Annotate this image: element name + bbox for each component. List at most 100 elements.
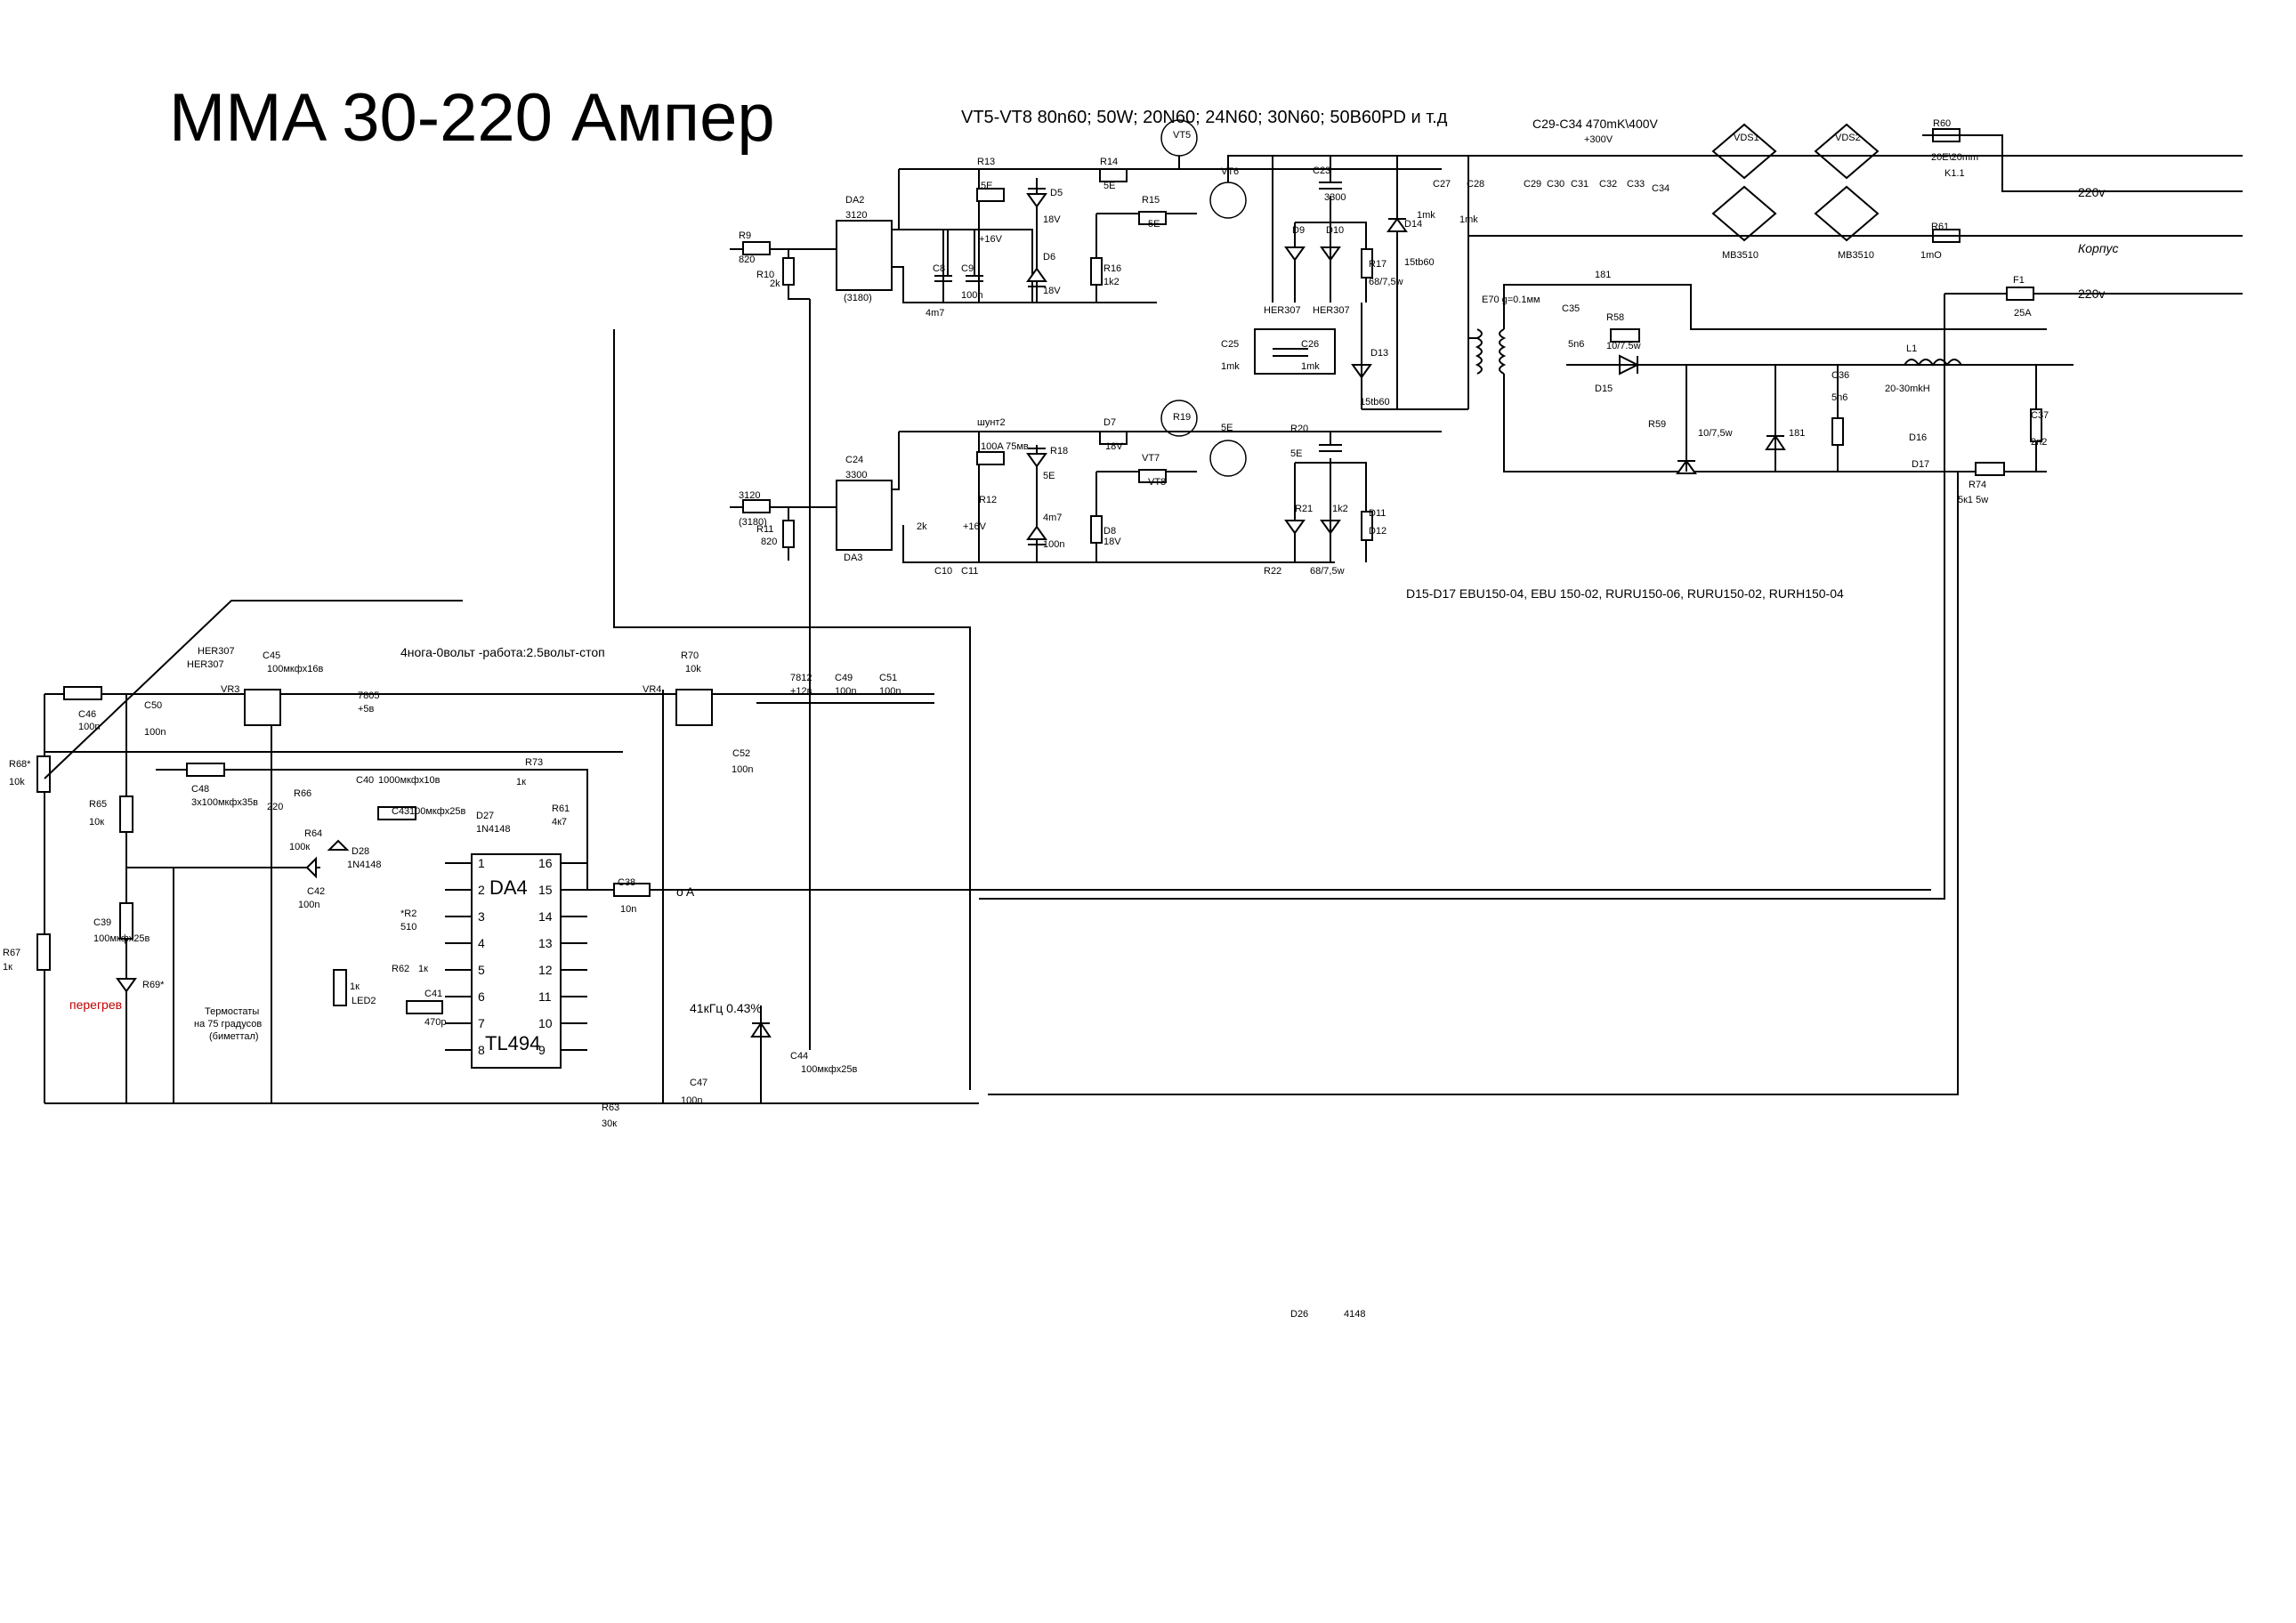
component-label: 1N4148 — [476, 824, 511, 835]
tl494 — [471, 853, 562, 1069]
component-label: 820 — [739, 254, 755, 265]
r9 — [742, 241, 771, 255]
f1 — [2006, 287, 2034, 301]
component-label: 100мкфх25в — [801, 1064, 858, 1075]
component-label: R62 — [392, 964, 409, 974]
component-label: C32 — [1599, 179, 1617, 190]
driver-bottom — [730, 400, 1442, 563]
component-label: C11 — [961, 566, 978, 577]
component-label: 1mO — [1920, 250, 1942, 261]
component-label: R15 — [1142, 195, 1160, 206]
component-label: 1mk — [1221, 361, 1240, 372]
component-label: R10 — [756, 270, 774, 280]
da2-chip — [836, 220, 893, 291]
d9 — [1284, 246, 1306, 262]
vr4 — [675, 689, 713, 726]
ic-pin-right: 12 — [538, 963, 553, 977]
component-label: 820 — [761, 537, 777, 547]
component-label: 10n — [620, 904, 636, 915]
component-label: 5E — [981, 181, 992, 191]
component-label: 15tb60 — [1404, 257, 1435, 268]
vds1 — [1711, 123, 1777, 180]
component-label: 4148 — [1344, 1309, 1365, 1320]
component-label: HER307 — [1264, 305, 1301, 316]
component-label: C41 — [424, 989, 442, 999]
component-label: C38 — [618, 877, 635, 888]
r11 — [742, 499, 771, 513]
component-label: C28 — [1467, 179, 1484, 190]
component-label: 1mk — [1301, 361, 1320, 372]
component-label: 100мкфх16в — [267, 664, 324, 674]
mains-220v-1: 220v — [2078, 185, 2105, 199]
component-label: 2n2 — [2031, 437, 2047, 448]
component-label: C37 — [2031, 410, 2049, 421]
component-label: 1к — [516, 777, 526, 787]
component-label: R69* — [142, 980, 165, 990]
power-stage — [979, 155, 2243, 1095]
component-label: E70 g=0.1мм — [1482, 295, 1540, 305]
output-a: o A — [676, 884, 695, 899]
vr3 — [244, 689, 281, 726]
component-label: 100n — [1043, 539, 1064, 550]
v300-label: +300V — [1584, 134, 1613, 145]
component-label: C26 — [1301, 339, 1319, 350]
component-label: 10k — [685, 664, 701, 674]
thermostat-note-1: Термостаты — [205, 1006, 259, 1017]
component-label: 1к — [3, 962, 12, 973]
r69 — [36, 933, 51, 971]
component-label: 1к — [350, 981, 360, 992]
ic-pin-left: 7 — [478, 1016, 485, 1030]
r14 — [1099, 168, 1128, 182]
led2 — [116, 978, 137, 993]
component-label: 10к — [89, 817, 104, 828]
ic-pin-right: 16 — [538, 856, 553, 870]
component-label: 100n — [835, 686, 856, 697]
ic-part: TL494 — [485, 1032, 540, 1054]
component-label: R14 — [1100, 157, 1118, 167]
overheat-label: перегрев — [69, 997, 122, 1012]
component-label: R67 — [3, 948, 20, 958]
component-label: R21 — [1295, 504, 1313, 514]
component-label: 18V — [1104, 537, 1121, 547]
component-label: VDS2 — [1835, 133, 1861, 143]
component-label: C24 — [845, 455, 863, 465]
component-label: 3120 — [739, 490, 760, 501]
r73 — [186, 763, 225, 777]
component-label: R20 — [1290, 424, 1308, 434]
component-label: 25A — [2014, 308, 2032, 319]
component-label: D8 — [1104, 526, 1116, 537]
d14 — [1386, 217, 1408, 232]
component-label: R61 — [1931, 222, 1949, 232]
ic-pin-left: 6 — [478, 989, 485, 1004]
component-label: +16V — [979, 234, 1003, 245]
r59 — [1831, 417, 1844, 446]
component-label: C40 — [356, 775, 374, 786]
component-label: R22 — [1264, 566, 1281, 577]
transformer-primary — [1468, 328, 1483, 375]
component-label: R70 — [681, 650, 699, 661]
component-label: C44 — [790, 1051, 808, 1062]
r62 — [333, 969, 347, 1006]
r21 — [1090, 515, 1103, 544]
component-label: C30 — [1547, 179, 1564, 190]
component-label: R19 — [1173, 412, 1191, 423]
component-label: K1.1 — [1944, 168, 1965, 179]
r22 — [1361, 511, 1373, 541]
component-label: DA3 — [844, 553, 862, 563]
component-label: VT8 — [1148, 477, 1166, 488]
component-label: 20E\20mm — [1931, 152, 1978, 163]
component-label: R63 — [602, 1102, 619, 1113]
shunt — [1975, 462, 2005, 476]
component-label: DA2 — [845, 195, 864, 206]
component-label: D15 — [1595, 384, 1613, 394]
component-label: 1mk — [1459, 214, 1478, 225]
r17 — [1361, 248, 1373, 279]
component-label: C39 — [93, 917, 111, 928]
component-label: 1к — [418, 964, 428, 974]
component-label: D28 — [352, 846, 369, 857]
component-label: R61 — [552, 803, 570, 814]
component-label: VT7 — [1142, 453, 1160, 464]
component-label: 1k2 — [1332, 504, 1348, 514]
component-label: +12в — [790, 686, 812, 697]
